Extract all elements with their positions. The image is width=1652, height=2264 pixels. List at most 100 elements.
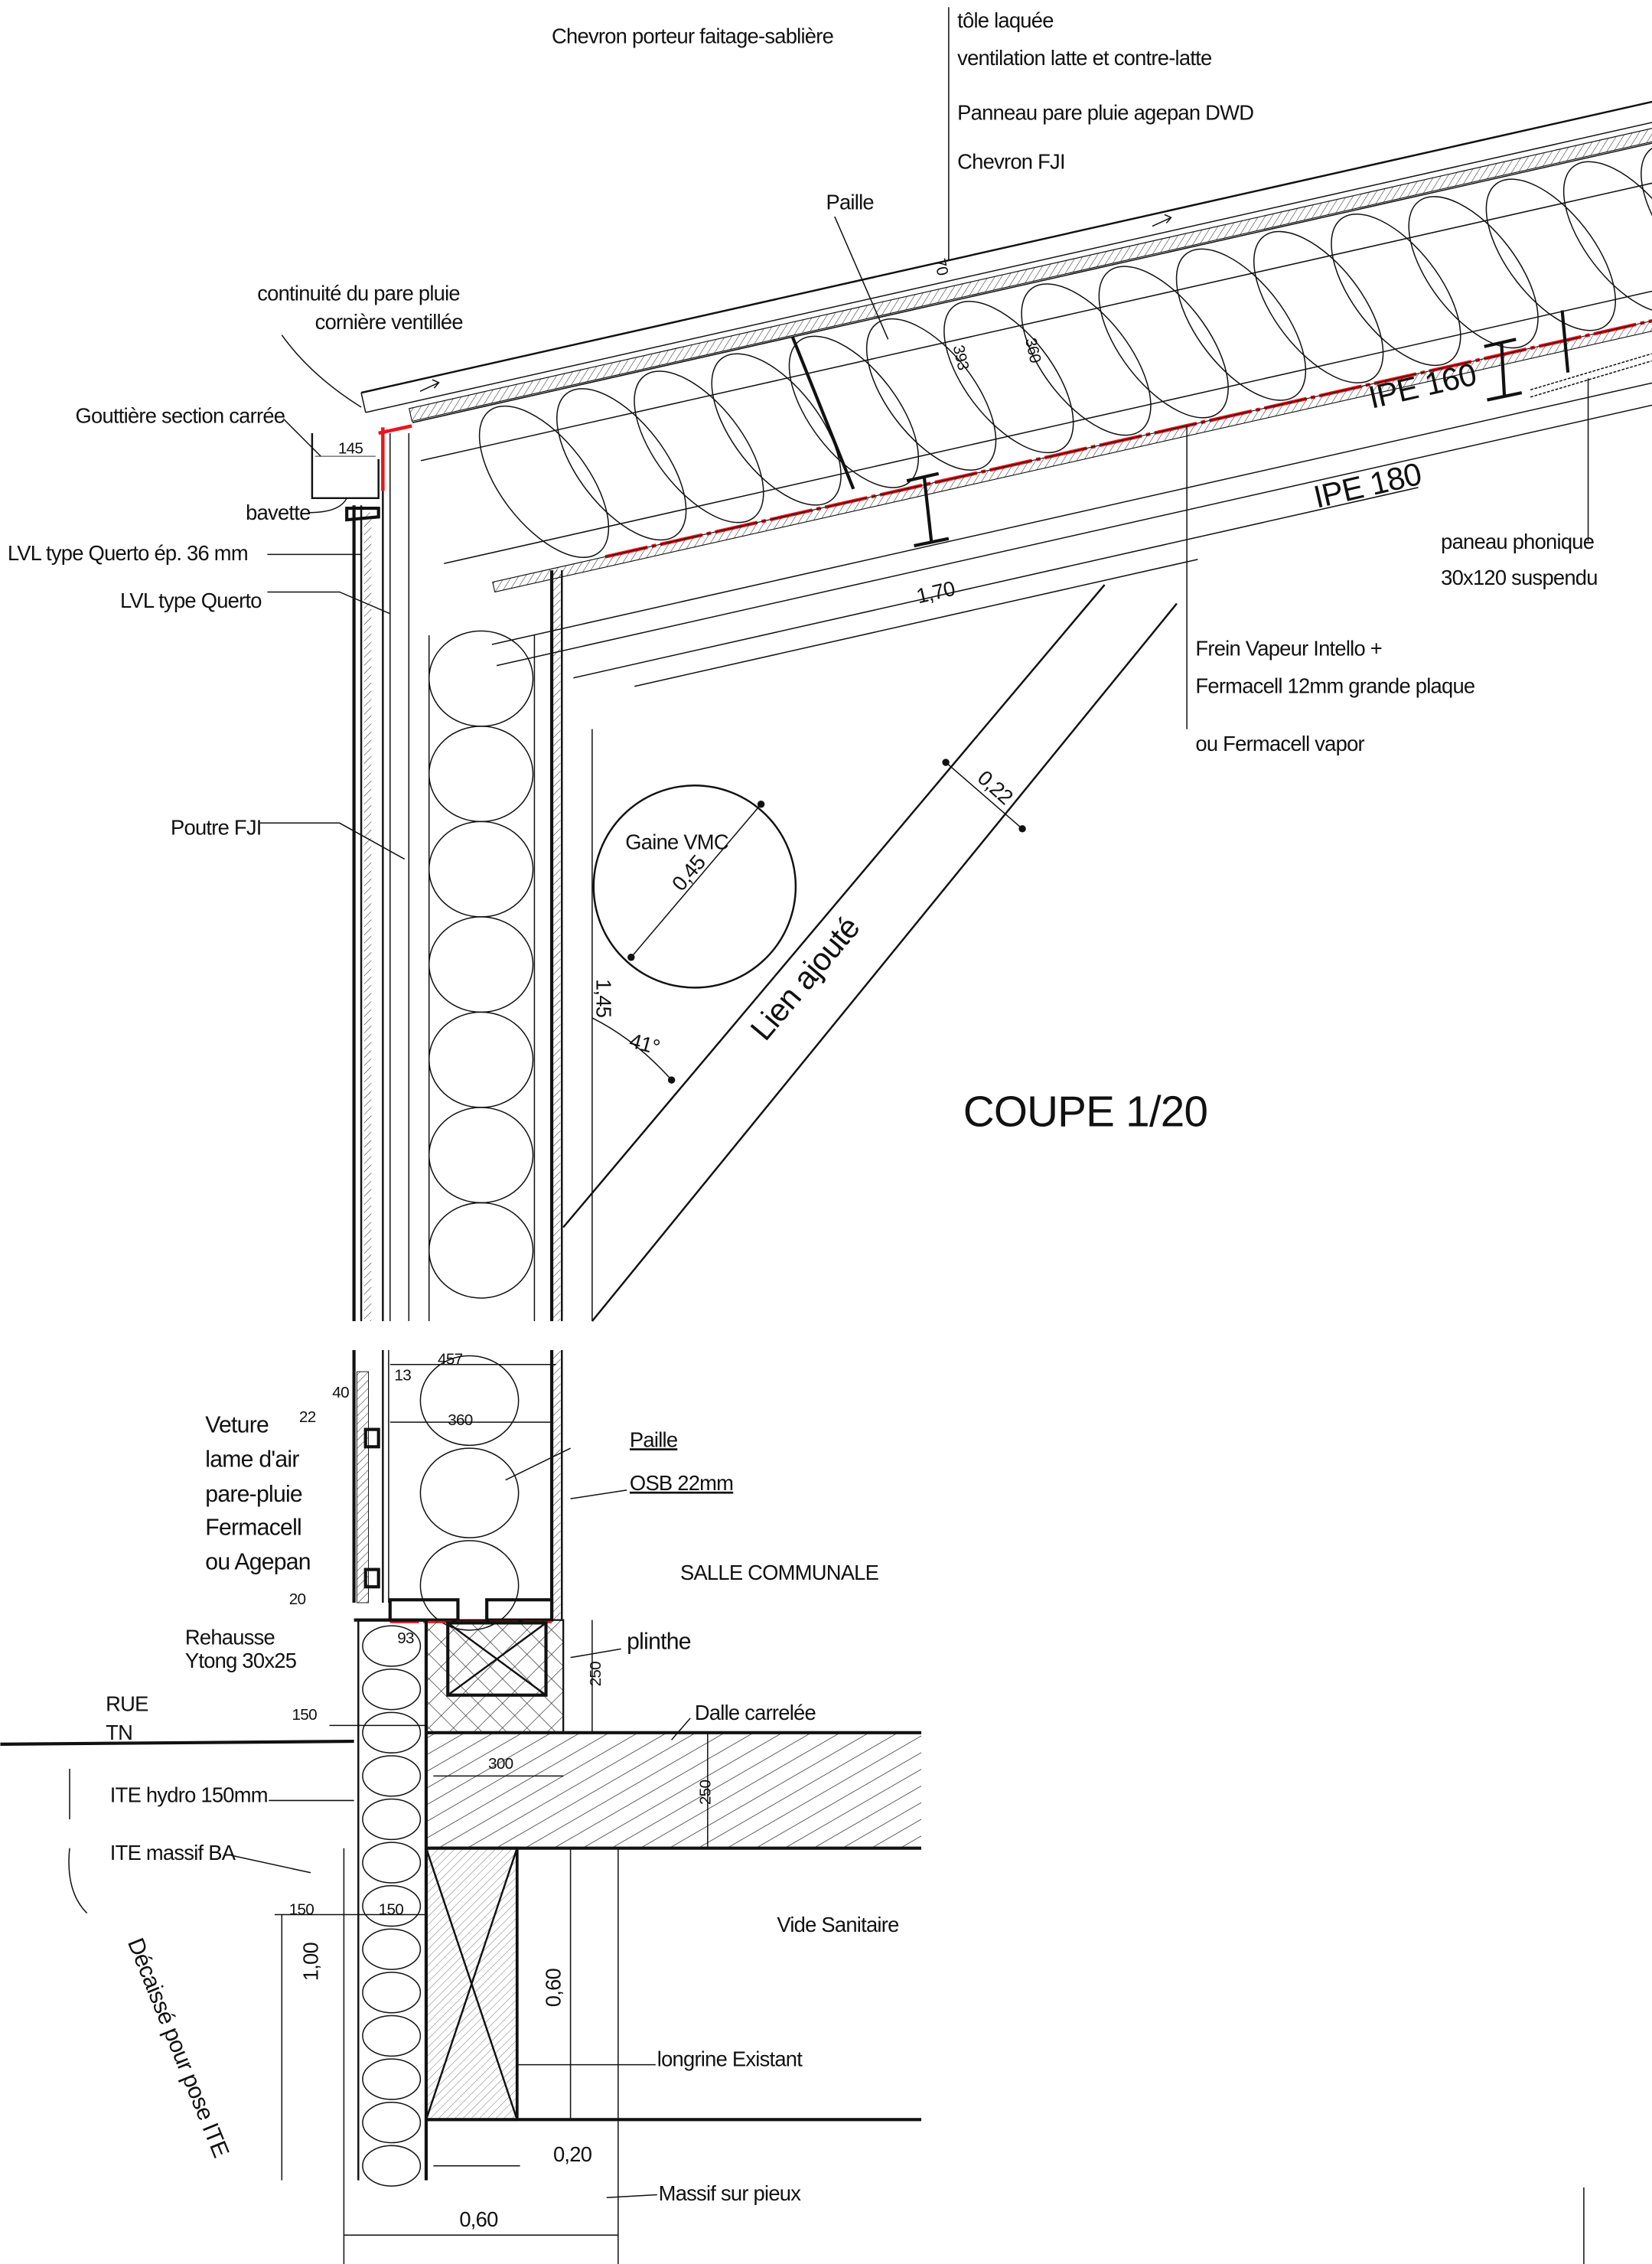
straw-loop: [419, 1447, 520, 1538]
dim-145: 1,45: [592, 979, 616, 1018]
straw-loop: [362, 1928, 422, 1970]
straw-loop: [1331, 213, 1461, 367]
label-fermacell: Fermacell: [205, 1515, 301, 1540]
straw-loop: [1253, 230, 1384, 383]
straw-loop: [362, 1972, 422, 2014]
label-gaine-vmc: Gaine VMC: [625, 830, 728, 853]
straw-loop: [711, 353, 842, 506]
straw-loop: [1408, 196, 1539, 349]
ite-insulation: [362, 1625, 422, 2187]
dim-150a: 150: [292, 1706, 318, 1724]
straw-loop: [362, 1625, 422, 1667]
leader-lines: [231, 7, 1589, 2198]
brace: [562, 584, 1178, 1322]
straw-loop: [428, 1107, 534, 1204]
straw-loop: [1021, 283, 1152, 436]
dim-13: 13: [394, 1366, 411, 1384]
roof-assembly: [360, 86, 1652, 687]
ipe180-beam: [906, 471, 950, 548]
straw-loop: [362, 2145, 422, 2187]
label-rue: RUE: [106, 1691, 148, 1715]
straw-loop: [943, 301, 1074, 454]
label-veture: Veture: [205, 1412, 269, 1437]
dim-gouttiere: 145: [338, 439, 363, 457]
straw-loop: [362, 1798, 422, 1841]
label-vide: Vide Sanitaire: [777, 1913, 898, 1936]
straw-loop: [556, 388, 687, 541]
straw-loop: [362, 1884, 422, 1927]
straw-loop: [1562, 161, 1652, 314]
tole-line: [360, 86, 1652, 394]
dim-250-plinthe: 250: [587, 1662, 604, 1687]
label-tn: TN: [106, 1721, 132, 1744]
gutter: [311, 432, 380, 522]
ventilation-arrow-icon: [1152, 214, 1172, 227]
straw-loop: [428, 820, 534, 918]
fji-rafter: [790, 336, 855, 490]
roof-straw-insulation: [478, 143, 1652, 559]
drawing-title: COUPE 1/20: [963, 1087, 1208, 1135]
straw-loop: [428, 1011, 534, 1108]
straw-loop: [362, 1669, 422, 1711]
straw-loop: [362, 1711, 422, 1753]
straw-loop: [428, 1202, 534, 1299]
ipe180-chord: [491, 354, 1652, 645]
label-panneau: Panneau pare pluie agepan DWD: [957, 101, 1253, 125]
label-osb: OSB 22mm: [630, 1471, 733, 1495]
label-longrine: longrine Existant: [657, 2047, 803, 2071]
label-paneau-phonique: paneau phonique: [1441, 530, 1594, 553]
label-frein-vapeur: Frein Vapeur Intello +: [1195, 636, 1382, 660]
dim-250-dalle: 250: [697, 1780, 715, 1806]
label-salle: SALLE COMMUNALE: [680, 1561, 879, 1584]
label-angle: 41°: [627, 1029, 662, 1059]
label-lvl: LVL type Querto: [120, 589, 262, 612]
vmc-duct: [592, 785, 797, 989]
dim-93: 93: [397, 1629, 414, 1647]
ventilation-arrow-icon: [419, 379, 440, 392]
foundation: [0, 1618, 1585, 2264]
label-plinthe: plinthe: [627, 1629, 691, 1654]
straw-loop: [1098, 266, 1229, 419]
straw-loop: [428, 630, 534, 727]
straw-loop: [1485, 178, 1616, 331]
label-paille-roof: Paille: [826, 191, 873, 214]
dim-060-massif: 0,60: [459, 2207, 498, 2231]
dim-70: 70: [930, 257, 951, 277]
label-lvl-ep: LVL type Querto ép. 36 mm: [8, 541, 248, 565]
straw-loop: [634, 370, 764, 524]
straw-loop: [362, 1842, 422, 1884]
dim-045: 0,45: [667, 850, 710, 895]
rain-panel: [409, 113, 1652, 422]
straw-loop: [788, 335, 919, 488]
dim-300: 300: [488, 1755, 513, 1773]
label-massif: Massif sur pieux: [659, 2181, 802, 2205]
ground-line: [0, 1740, 354, 1746]
ipe160-beam: [1484, 310, 1652, 402]
dim-40: 40: [332, 1384, 349, 1401]
straw-loop: [362, 2058, 422, 2100]
label-gouttiere: Gouttière section carrée: [76, 404, 285, 428]
straw-loop: [419, 1540, 520, 1631]
label-chevron-porteur: Chevron porteur faitage-sablière: [552, 24, 833, 48]
straw-loop: [428, 726, 534, 823]
straw-loop: [419, 1355, 520, 1447]
dim-22: 22: [299, 1408, 316, 1426]
wall-straw-insulation: [428, 630, 534, 1299]
straw-loop: [362, 2101, 422, 2144]
straw-loop: [362, 2014, 422, 2057]
label-continuite: continuité du pare pluie: [257, 281, 460, 305]
label-agepan: ou Agepan: [205, 1550, 311, 1575]
label-ventilation: ventilation latte et contre-latte: [957, 46, 1211, 70]
label-chevron-fji: Chevron FJI: [957, 150, 1065, 174]
straw-loop: [1175, 248, 1307, 401]
straw-loop: [362, 1755, 422, 1797]
label-lien: Lien ajouté: [743, 909, 866, 1046]
straw-loop: [428, 916, 534, 1013]
label-lame-air: lame d'air: [205, 1447, 299, 1473]
dim-170: 1,70: [914, 576, 957, 608]
straw-loop: [1641, 143, 1652, 296]
dim-100: 1,00: [298, 1943, 322, 1982]
dim-457: 457: [438, 1351, 463, 1369]
label-decaisse: Décaissé pour pose ITE: [122, 1935, 233, 2161]
